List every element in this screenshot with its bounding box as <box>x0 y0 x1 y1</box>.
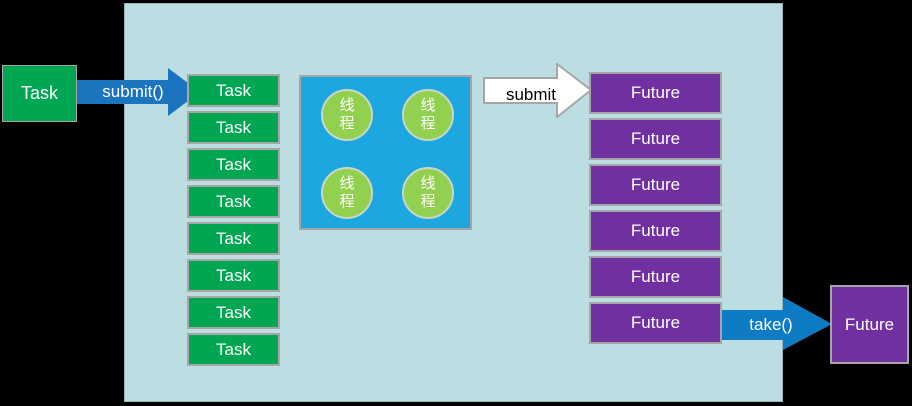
thread-label: 线程 <box>420 175 436 210</box>
thread-label: 线程 <box>339 175 355 210</box>
future-queue-item: Future <box>589 256 722 298</box>
future-queue: Future Future Future Future Future Futur… <box>589 72 722 348</box>
task-queue-item: Task <box>187 111 280 144</box>
submit-call-arrow <box>76 68 200 116</box>
future-result-box: Future <box>830 285 909 364</box>
thread-circle: 线程 <box>402 167 454 219</box>
future-result-label: Future <box>844 314 895 334</box>
future-queue-item: Future <box>589 164 722 206</box>
future-queue-item: Future <box>589 118 722 160</box>
take-call-arrow <box>722 297 832 350</box>
task-queue: Task Task Task Task Task Task Task Task <box>187 74 280 370</box>
task-queue-item: Task <box>187 148 280 181</box>
task-queue-item: Task <box>187 74 280 107</box>
thread-pool-box: 线程 线程 线程 线程 <box>299 75 472 230</box>
task-queue-item: Task <box>187 259 280 292</box>
submit-arrow <box>483 63 593 118</box>
task-queue-item: Task <box>187 296 280 329</box>
task-queue-item: Task <box>187 222 280 255</box>
take-call-arrow-label: take() <box>749 315 793 334</box>
task-source-box: Task <box>2 65 77 122</box>
thread-label: 线程 <box>420 97 436 132</box>
submit-arrow-shape <box>483 63 593 118</box>
task-source-label: Task <box>20 83 58 103</box>
future-queue-item: Future <box>589 302 722 344</box>
submit-arrow-label: submit <box>505 85 557 104</box>
task-queue-item: Task <box>187 333 280 366</box>
take-call-arrow-shape <box>722 297 832 350</box>
future-queue-item: Future <box>589 210 722 252</box>
task-queue-item: Task <box>187 185 280 218</box>
thread-circle: 线程 <box>321 89 373 141</box>
thread-circle: 线程 <box>321 167 373 219</box>
thread-label: 线程 <box>339 97 355 132</box>
future-queue-item: Future <box>589 72 722 114</box>
submit-call-arrow-shape <box>76 68 200 116</box>
submit-call-arrow-label: submit() <box>102 82 164 101</box>
thread-circle: 线程 <box>402 89 454 141</box>
